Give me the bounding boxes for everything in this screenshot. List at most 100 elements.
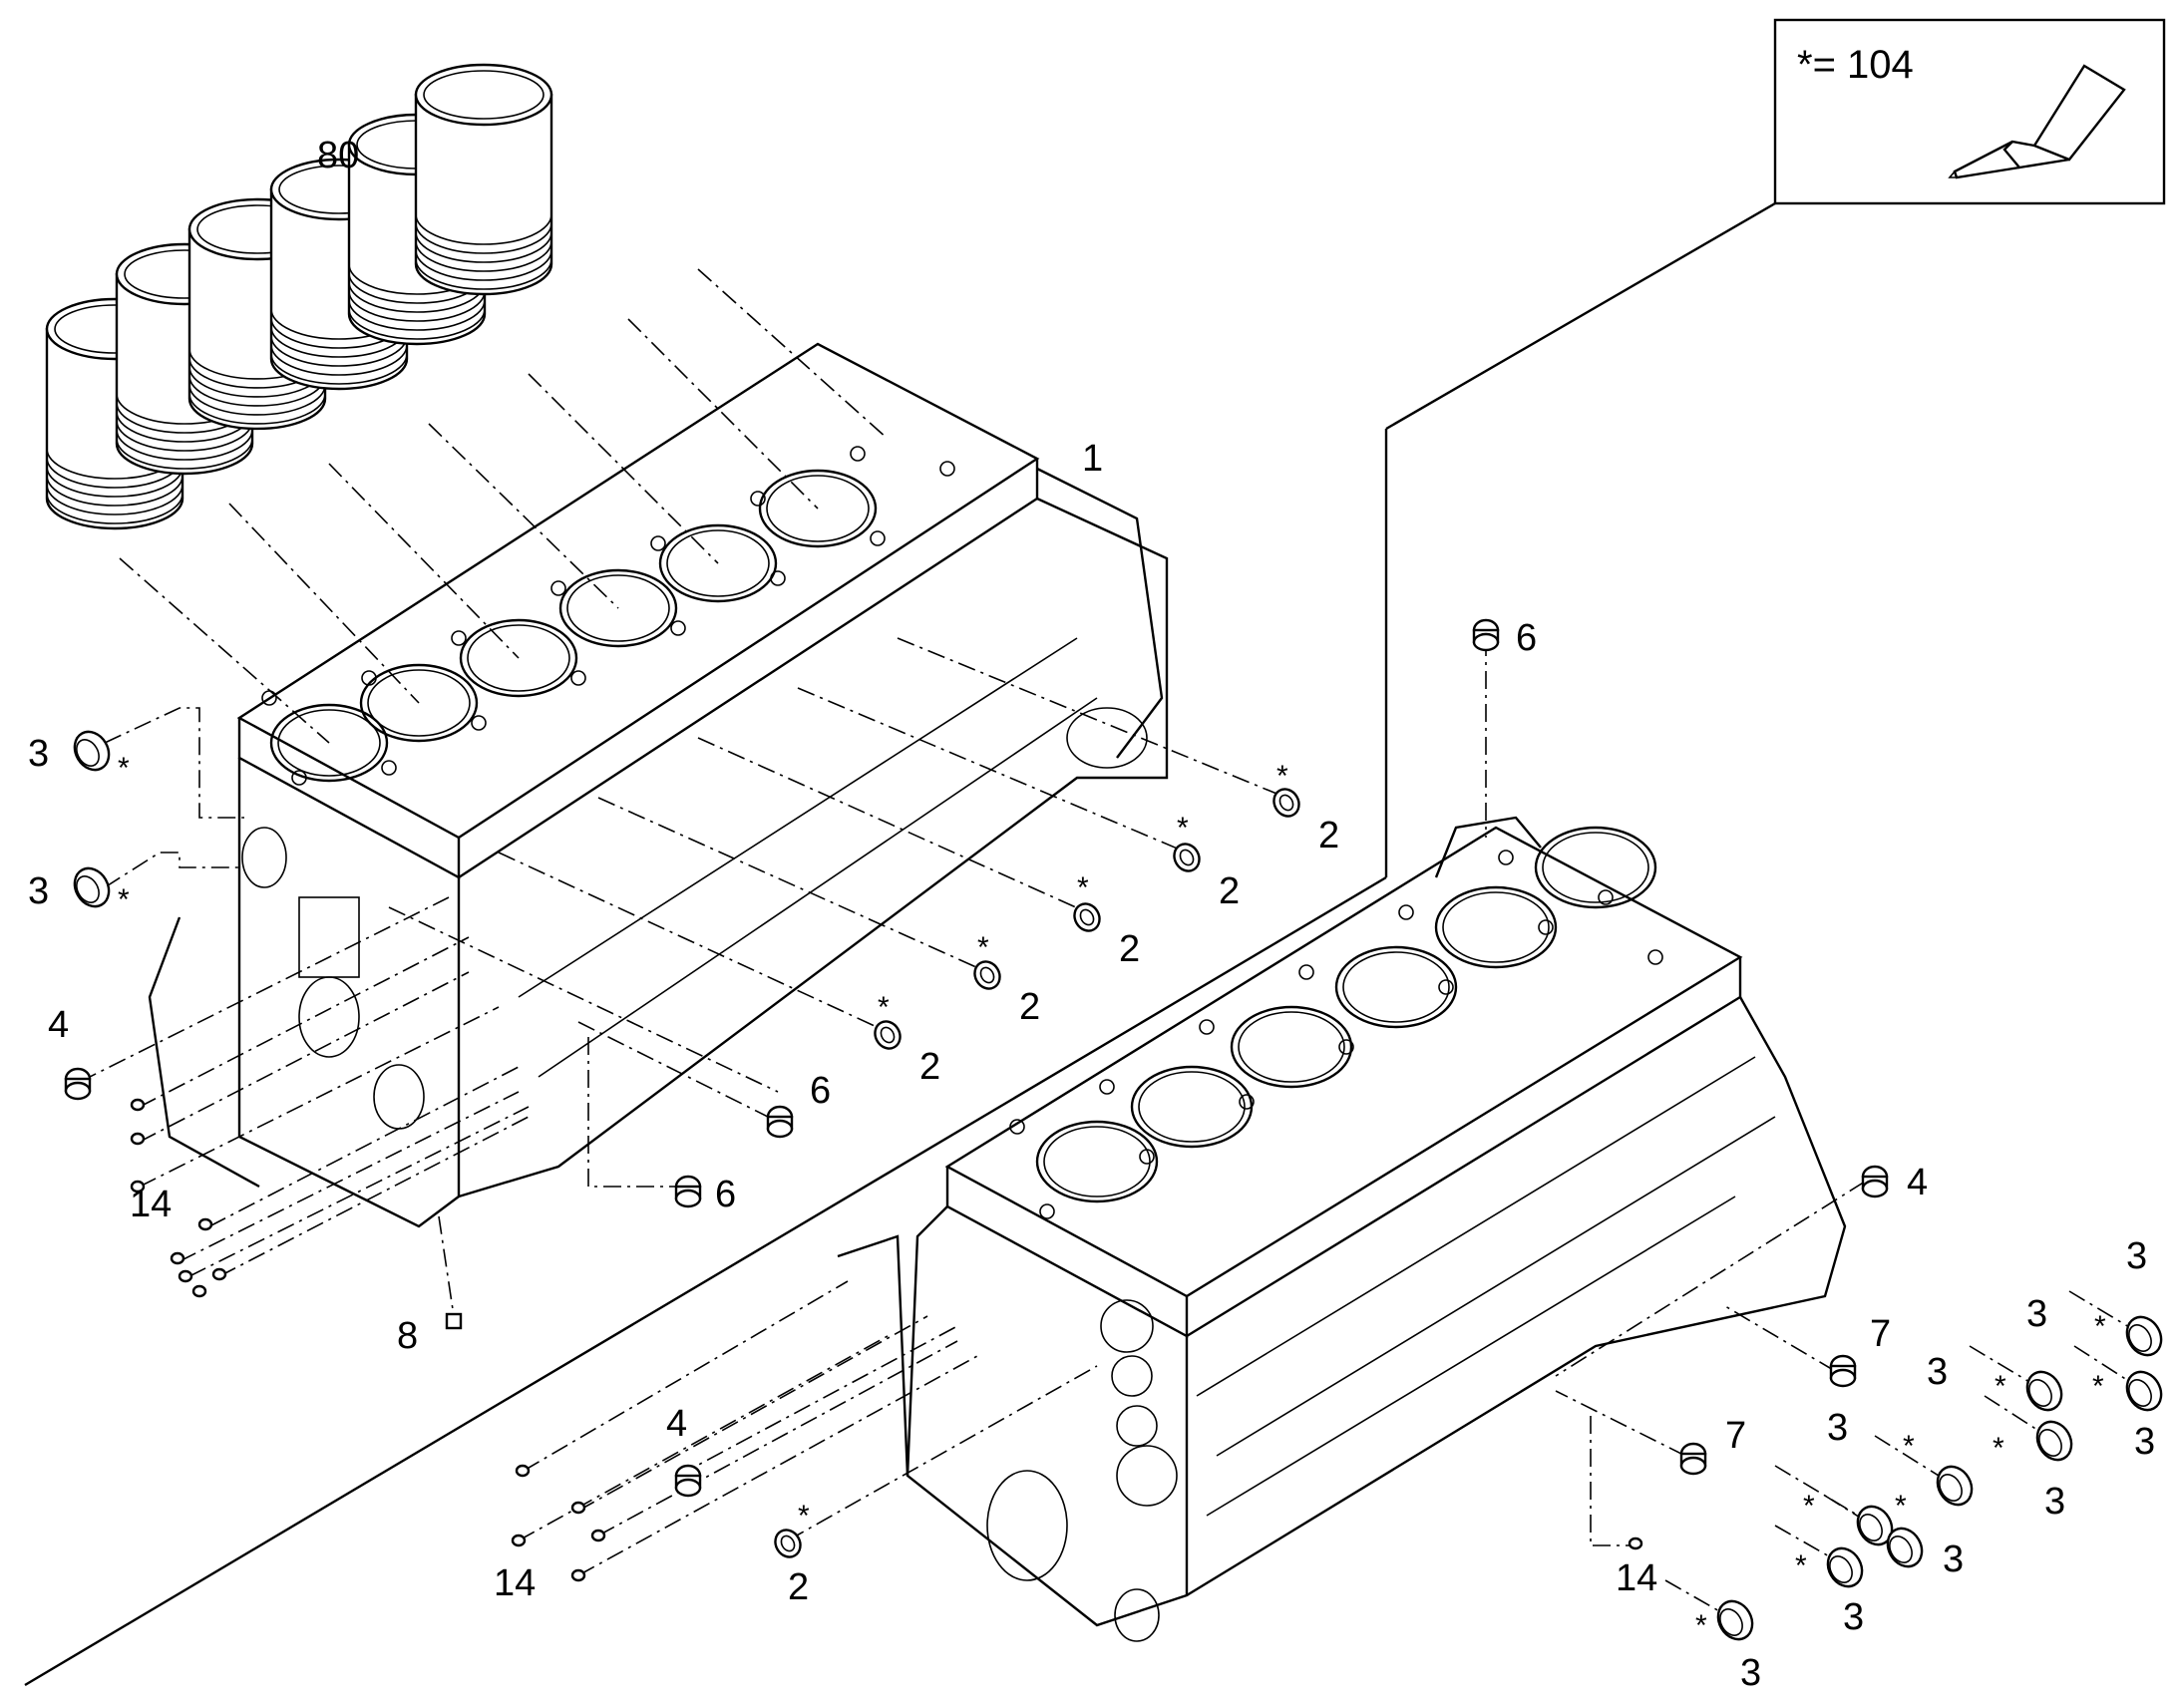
asterisk-mark: * — [878, 991, 890, 1024]
o-ring — [874, 1020, 902, 1050]
cylinder-bore — [1130, 1065, 1254, 1149]
engine-block-upper — [148, 342, 1169, 1228]
screw — [570, 1568, 586, 1582]
bolt-hole — [1338, 1039, 1354, 1055]
legend-box: *= 104 — [24, 18, 2166, 1687]
callout-liners: 80 — [317, 135, 359, 176]
seal-ring — [1936, 1465, 1974, 1507]
asterisk-mark: * — [1803, 1490, 1815, 1523]
callout-screws-lower: 14 — [494, 1562, 536, 1604]
callout-screws-upper: 14 — [130, 1184, 172, 1225]
legend-label: *= 104 — [1797, 43, 1914, 87]
callout-plug-7a: 7 — [1870, 1313, 1891, 1355]
asterisk-mark: * — [1695, 1609, 1707, 1642]
bolt-hole — [1139, 1149, 1155, 1165]
bolt-hole — [650, 535, 666, 551]
asterisk-mark: * — [1895, 1490, 1907, 1523]
screw — [515, 1464, 531, 1478]
screw — [211, 1267, 227, 1281]
plug — [1679, 1442, 1707, 1476]
o-ring — [1272, 788, 1300, 818]
cylinder-bore — [1035, 1120, 1159, 1203]
bolt-hole — [361, 670, 377, 686]
screw — [178, 1269, 193, 1283]
seal-ring — [2125, 1370, 2163, 1412]
bolt-hole — [451, 630, 467, 646]
bolt-hole — [1239, 1094, 1255, 1110]
screw — [191, 1284, 207, 1298]
o-ring — [774, 1529, 802, 1558]
callout-plug-mid-b: 6 — [715, 1174, 736, 1215]
callout-block: 1 — [1082, 438, 1103, 480]
asterisk-mark: * — [1993, 1432, 2004, 1465]
bolt-hole — [750, 491, 766, 507]
o-ring — [1173, 843, 1201, 872]
screw — [130, 1098, 146, 1112]
callout-plug-7b: 7 — [1725, 1415, 1746, 1457]
callout-plug-left: 4 — [48, 1004, 69, 1046]
callout-ring-1: 2 — [1318, 815, 1339, 856]
callout-seal-r7: 3 — [1943, 1538, 1964, 1580]
bolt-hole — [850, 446, 866, 462]
bolt-hole — [770, 570, 786, 586]
callout-seal-r1: 3 — [2126, 1235, 2147, 1277]
bolt-hole — [870, 530, 886, 546]
seal-ring — [2025, 1370, 2063, 1412]
callout-seal-r5: 3 — [2134, 1421, 2155, 1463]
plug — [1861, 1165, 1889, 1198]
cylinder-bore — [1334, 945, 1458, 1029]
asterisk-mark: * — [1077, 871, 1089, 904]
cylinder-bore — [359, 663, 479, 743]
bolt-hole — [1398, 904, 1414, 920]
bolt-hole — [291, 770, 307, 786]
leader-lines — [79, 268, 2145, 1621]
screw — [570, 1501, 586, 1515]
asterisk-mark: * — [1795, 1549, 1807, 1582]
cylinder-bore — [1230, 1005, 1353, 1089]
callout-seal-r9: 3 — [1740, 1652, 1761, 1694]
callout-ring-5: 2 — [919, 1046, 940, 1088]
screw — [590, 1529, 606, 1542]
callout-screws-side: 14 — [1616, 1557, 1657, 1599]
callout-seal-r8: 3 — [1843, 1596, 1864, 1638]
cylinder-bore — [1534, 826, 1657, 909]
callout-plug-side: 4 — [1907, 1162, 1928, 1203]
screw — [130, 1132, 146, 1146]
screw — [197, 1217, 213, 1231]
callout-ring-front: 2 — [788, 1566, 809, 1608]
cylinder-bore — [459, 618, 578, 698]
o-ring — [973, 960, 1001, 990]
bolt-hole — [1538, 919, 1554, 935]
callout-seal-r4: 3 — [1827, 1407, 1848, 1449]
plug — [1472, 618, 1500, 652]
bolt-hole — [1298, 964, 1314, 980]
asterisk-mark: * — [118, 752, 130, 785]
callout-labels: 80 1 6 3 3 4 14 8 6 6 2 2 2 2 2 2 4 14 2… — [28, 135, 2155, 1694]
callout-seal-r3: 3 — [1927, 1351, 1948, 1393]
seal-ring — [1886, 1527, 1924, 1568]
o-ring — [1073, 902, 1101, 932]
small-parts — [64, 618, 2163, 1641]
bolt-hole — [1598, 889, 1614, 905]
bolt-hole — [550, 580, 566, 596]
callout-seal-a: 3 — [28, 733, 49, 775]
callout-ring-2: 2 — [1219, 870, 1240, 912]
cylinder-bore — [558, 568, 678, 648]
plug — [1829, 1354, 1857, 1388]
callout-plug-top: 6 — [1516, 617, 1537, 659]
callout-plug-mid-a: 6 — [810, 1070, 831, 1112]
asterisk-mark: * — [1903, 1430, 1915, 1463]
sealant-tube-icon — [1948, 64, 2126, 179]
engine-block-lower — [837, 816, 1847, 1642]
bolt-hole — [570, 670, 586, 686]
cylinder-liner — [414, 63, 553, 296]
cylinder-bore — [758, 469, 878, 548]
plug — [64, 1067, 92, 1101]
seal-ring — [1826, 1546, 1864, 1588]
bolt-hole — [471, 715, 487, 731]
cylinder-liners — [45, 63, 553, 530]
bolt-hole — [381, 760, 397, 776]
screw — [170, 1251, 185, 1265]
screw — [511, 1534, 527, 1547]
bolt-hole — [1009, 1119, 1025, 1135]
